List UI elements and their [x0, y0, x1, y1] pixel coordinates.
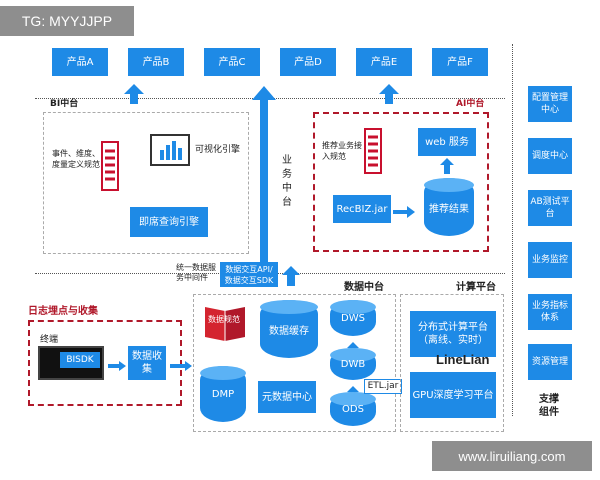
- support-item: 调度中心: [528, 138, 572, 174]
- gpu-platform-box: GPU深度学习平台: [410, 372, 496, 418]
- query-engine-box: 即席查询引擎: [130, 207, 208, 237]
- web-service-box: web 服务: [418, 128, 476, 156]
- gateway-api-label: 数据交互API/: [225, 264, 273, 274]
- compute-box: [400, 294, 504, 432]
- gateway-sdk-label: 数据交互SDK: [224, 275, 274, 285]
- ai-to-product-arrow-icon: [379, 84, 399, 104]
- dmp-cylinder: DMP: [200, 366, 246, 422]
- dwb-to-dws-arrow-icon: [347, 337, 359, 352]
- linelian-overlay: LineLian: [436, 352, 490, 367]
- dwb-label: DWB: [340, 358, 366, 370]
- business-platform-label: 业务中台: [282, 155, 292, 208]
- compute-title: 计算平台: [456, 282, 496, 293]
- data-spec-label: 数据规范: [208, 315, 240, 324]
- collect-arrow-right-icon: [170, 356, 192, 371]
- ai-title: AI中台: [456, 99, 485, 109]
- product-box: 产品F: [432, 48, 488, 76]
- gateway-box: 数据交互API/ 数据交互SDK: [220, 262, 278, 287]
- data-platform-box: [193, 294, 396, 432]
- viz-engine-label: 可视化引擎: [195, 145, 241, 155]
- definition-doc-icon: [101, 141, 119, 191]
- support-item: 业务监控: [528, 242, 572, 278]
- support-item: 资源管理: [528, 344, 572, 380]
- gateway-arrow-up-icon: [282, 266, 300, 286]
- ods-label: ODS: [342, 403, 364, 415]
- arrow-up-icon: [440, 158, 454, 174]
- recommend-doc-icon: [364, 128, 382, 174]
- dwb-cylinder: DWB: [330, 348, 376, 380]
- collect-box: 数据收集: [128, 346, 166, 380]
- arrow-right-icon: [393, 203, 415, 218]
- support-item: AB测试平台: [528, 190, 572, 226]
- bi-platform-box: [43, 112, 249, 254]
- data-cache-label: 数据缓存: [269, 325, 309, 337]
- data-cache-cylinder: 数据缓存: [260, 300, 318, 358]
- terminal-label: 终端: [40, 335, 59, 345]
- bisdk-box: BISDK: [60, 352, 100, 368]
- ai-platform-box: [313, 112, 489, 252]
- product-box: 产品B: [128, 48, 184, 76]
- log-arrow-right-icon: [108, 356, 126, 371]
- watermark-bottom: www.liruiliang.com: [432, 441, 592, 471]
- bi-title: BI中台: [50, 99, 79, 109]
- support-item: 业务指标体系: [528, 294, 572, 330]
- metadata-center-box: 元数据中心: [258, 381, 316, 413]
- data-platform-title: 数据中台: [344, 282, 384, 293]
- data-spec-book-icon: [203, 303, 247, 343]
- log-box: [28, 320, 182, 406]
- dmp-label: DMP: [211, 388, 235, 400]
- chart-screen-icon: [150, 134, 190, 166]
- ods-to-dwb-arrow-icon: [347, 381, 359, 396]
- recommend-result-label: 推荐结果: [429, 203, 469, 215]
- watermark-top: TG: MYYJJPP: [0, 6, 134, 36]
- etl-box: ETL.jar: [364, 379, 402, 394]
- business-platform-arrow: [252, 86, 276, 262]
- recommend-result-cylinder: 推荐结果: [424, 178, 474, 236]
- distributed-compute-box: 分布式计算平台（离线、实时）: [410, 311, 496, 357]
- dws-cylinder: DWS: [330, 300, 376, 336]
- log-title: 日志埋点与收集: [28, 306, 98, 317]
- support-title: 支撑组件: [539, 394, 559, 418]
- ods-cylinder: ODS: [330, 392, 376, 426]
- support-item: 配置管理中心: [528, 86, 572, 122]
- gateway-label: 统一数据服务中间件: [176, 263, 216, 282]
- separator-right: [512, 44, 513, 416]
- recbiz-box: RecBIZ.jar: [333, 195, 391, 223]
- bi-to-product-arrow-icon: [124, 84, 144, 104]
- dws-label: DWS: [341, 312, 365, 324]
- product-box: 产品A: [52, 48, 108, 76]
- recommend-spec-label: 推荐业务接入规范: [322, 141, 362, 161]
- product-box: 产品D: [280, 48, 336, 76]
- definition-label: 事件、维度、度量定义规范: [52, 149, 100, 169]
- product-box: 产品E: [356, 48, 412, 76]
- product-box: 产品C: [204, 48, 260, 76]
